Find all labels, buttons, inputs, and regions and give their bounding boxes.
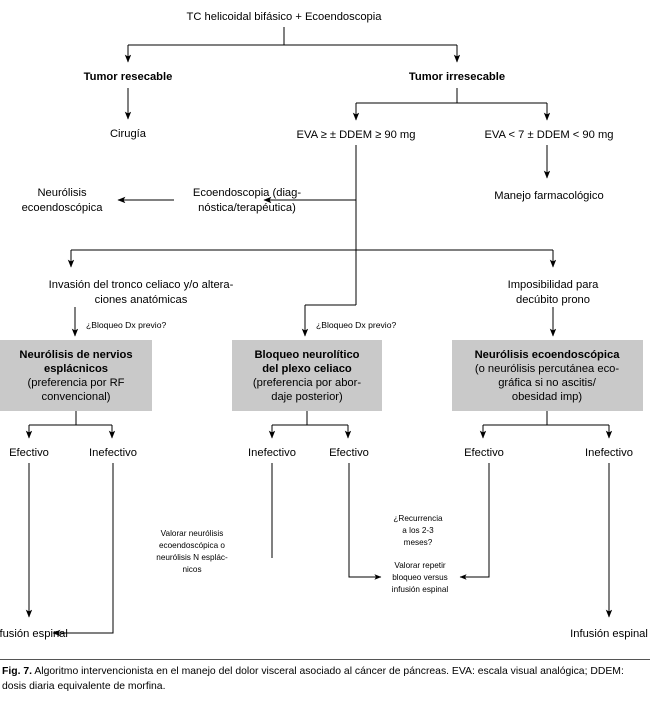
node-imposibilidad-line2: decúbito prono bbox=[516, 294, 590, 306]
annotation-recurrencia-line-3: meses? bbox=[404, 538, 433, 547]
node-invasion-line2: ciones anatómicas bbox=[95, 294, 188, 306]
gray-box-neurolisis-nervios-esplacnicos bbox=[0, 340, 152, 411]
gray-box-neurolisis-ecoendoscopica bbox=[452, 340, 643, 411]
outcome-box1-left-label: Efectivo bbox=[9, 447, 49, 459]
node-tumor-resecable-label: Tumor resecable bbox=[84, 71, 173, 83]
caption-divider bbox=[0, 659, 650, 660]
label-bloqueo-dx-previo-1: ¿Bloqueo Dx previo? bbox=[86, 320, 166, 330]
annotation-valorar-repetir-bloqueo: bloqueo bbox=[392, 573, 423, 582]
gray-box-1-line-2: esplácnicos bbox=[44, 363, 108, 375]
node-ecoendoscopia-line1: Ecoendoscopia (diag- bbox=[193, 187, 301, 199]
annotation-recurrencia-line-2: a los 2-3 bbox=[402, 526, 434, 535]
gray-box-2-line-4: daje posterior) bbox=[271, 391, 343, 403]
node-eva-alta-label: EVA ≥ ± DDEM ≥ 90 mg bbox=[297, 129, 416, 141]
outcome-box3-right-label: Inefectivo bbox=[585, 447, 633, 459]
edge-efectivo2-to-valorar-repetir bbox=[459, 463, 490, 580]
outcome-box2-left-label: Inefectivo bbox=[248, 447, 296, 459]
gray-box-3-line-1: Neurólisis ecoendoscópica bbox=[475, 349, 621, 361]
terminal-infusion-espinal-right: Infusión espinal bbox=[570, 628, 648, 640]
node-manejo-farmacologico-label: Manejo farmacológico bbox=[494, 190, 603, 202]
annotation-valorar-repetir-line-1: Valorar repetir bbox=[394, 561, 446, 570]
node-neurolisis-eco-line1: Neurólisis bbox=[37, 187, 87, 199]
gray-box-3-line-3: gráfica si no ascitis/ bbox=[498, 377, 597, 389]
annotation-valorar-neurolisis-line-1: Valorar neurólisis bbox=[161, 529, 224, 538]
node-eva-baja-label: EVA < 7 ± DDEM < 90 mg bbox=[484, 129, 613, 141]
figure-caption: Fig. 7. Algoritmo intervencionista en el… bbox=[2, 664, 648, 694]
node-tumor-irresecable-label: Tumor irresecable bbox=[409, 71, 505, 83]
gray-box-2-line-3: (preferencia por abor- bbox=[253, 377, 361, 389]
gray-box-2-line-2: del plexo celiaco bbox=[262, 363, 352, 375]
annotation-recurrencia-line-1: ¿Recurrencia bbox=[393, 514, 443, 523]
annotation-valorar-neurolisis-line-4: nicos bbox=[182, 565, 201, 574]
node-neurolisis-eco-line2: ecoendoscópica bbox=[22, 202, 104, 214]
gray-box-2-line-1: Bloqueo neurolítico bbox=[254, 349, 359, 361]
annotation-valorar-neurolisis-line-3: neurólisis N esplác- bbox=[156, 553, 228, 562]
node-cirugia-label: Cirugía bbox=[110, 128, 147, 140]
gray-box-1-line-1: Neurólisis de nervios bbox=[19, 349, 132, 361]
outcome-box3-left-label: Efectivo bbox=[464, 447, 504, 459]
terminal-infusion-espinal-left: Infusión espinal bbox=[0, 628, 68, 640]
edge-inefectivo2-to-valorar-repetir bbox=[348, 463, 382, 580]
figure-caption-label: Fig. 7. bbox=[2, 666, 33, 677]
annotation-valorar-repetir-line-2: bloqueo versus bbox=[392, 573, 448, 582]
gray-box-1-line-3: (preferencia por RF bbox=[28, 377, 125, 389]
node-invasion-line1: Invasión del tronco celiaco y/o altera- bbox=[49, 279, 234, 291]
flowchart-diagram: TC helicoidal bifásico + Ecoendoscopia T… bbox=[0, 11, 648, 640]
edge-inefectivo1-to-infusion bbox=[52, 463, 114, 637]
gray-box-bloqueo-neurolitico-plexo-celiaco bbox=[232, 340, 382, 411]
outcome-box2-right-label: Efectivo bbox=[329, 447, 369, 459]
gray-box-1-line-4: convencional) bbox=[41, 391, 110, 403]
gray-box-3-line-2: (o neurólisis percutánea eco- bbox=[475, 363, 620, 375]
node-root-label: TC helicoidal bifásico + Ecoendoscopia bbox=[187, 11, 383, 23]
annotation-valorar-neurolisis-line-2: ecoendoscópica o bbox=[159, 541, 225, 550]
annotation-valorar-repetir-versus: versus bbox=[424, 573, 448, 582]
outcome-box1-right-label: Inefectivo bbox=[89, 447, 137, 459]
gray-box-3-line-4: obesidad imp) bbox=[512, 391, 583, 403]
node-ecoendoscopia-line2: nóstica/terapéutica) bbox=[198, 202, 296, 214]
figure-caption-text: Algoritmo intervencionista en el manejo … bbox=[2, 666, 624, 692]
node-imposibilidad-line1: Imposibilidad para bbox=[508, 279, 600, 291]
annotation-valorar-repetir-line-3: infusión espinal bbox=[392, 585, 449, 594]
label-bloqueo-dx-previo-2: ¿Bloqueo Dx previo? bbox=[316, 320, 396, 330]
